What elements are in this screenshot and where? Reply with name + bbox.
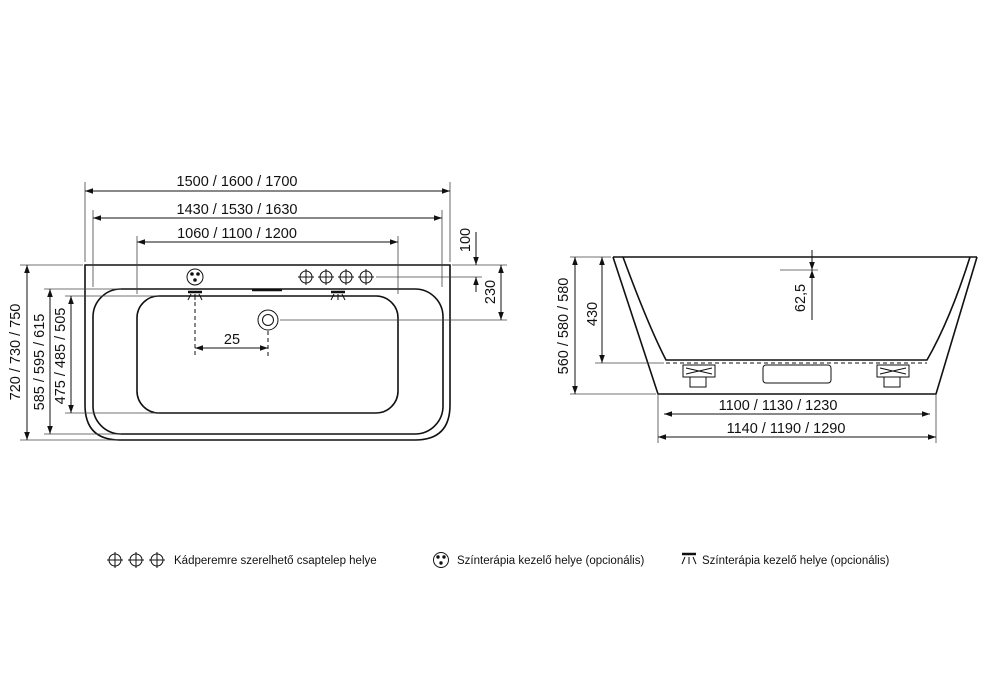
dimension-basin-length: 1060 / 1100 / 1200 [136,226,399,294]
dimension-tap-offset: 100 [376,228,482,292]
dimension-label: 720 / 730 / 750 [8,304,24,401]
dimension-rim-width: 585 / 595 / 615 [32,288,121,435]
dimension-label: 1140 / 1190 / 1290 [727,421,846,437]
dimension-overflow: 62,5 [780,250,818,320]
dimension-label: 1500 / 1600 / 1700 [177,174,298,190]
legend-light-icon [681,552,697,565]
tap-hole-icon [298,269,314,285]
legend-control-label: Színterápia kezelő helye (opcionális) [457,555,644,567]
dimension-label: 25 [224,332,240,348]
color-therapy-light-icon [187,290,203,301]
dimension-overall-height: 560 / 580 / 580 [556,256,656,395]
dimension-inner-base: 1100 / 1130 / 1230 [657,395,937,420]
dimension-overall-length: 1500 / 1600 / 1700 [84,174,451,262]
color-therapy-light-icon [330,290,346,301]
dimension-label: 100 [458,228,474,252]
dimension-label: 62,5 [793,284,809,312]
dimension-label: 585 / 595 / 615 [32,314,48,411]
dimension-overall-width: 720 / 730 / 750 [8,264,118,441]
drain-icon [257,309,279,331]
tap-hole-icon [318,269,334,285]
dimension-label: 430 [585,302,601,326]
dimension-label: 475 / 485 / 505 [53,308,69,405]
dimension-drain-offset: 230 [280,264,507,321]
dimension-label: 560 / 580 / 580 [556,278,572,375]
tap-hole-icon [338,269,354,285]
tub-side-inner [622,256,971,361]
foot-right [876,364,910,388]
dimension-outer-base: 1140 / 1190 / 1290 [657,420,937,443]
dimension-label: 230 [483,280,499,304]
tub-outer-outline [84,264,451,441]
tub-side-outer [612,256,978,395]
dimension-label: 1100 / 1130 / 1230 [719,398,838,414]
drain-trap [762,364,832,384]
tap-hole-icon [358,269,374,285]
tub-basin-outline [136,295,399,414]
side-view: 560 / 580 / 580 430 62,5 1100 / 1130 / 1… [556,250,978,443]
legend-tap-icon [107,552,165,568]
dimension-rim-length: 1430 / 1530 / 1630 [92,202,443,287]
dimension-depth: 430 [585,257,664,364]
legend-control-icon [433,552,449,568]
legend-tap-label: Kádperemre szerelhető csaptelep helye [174,555,377,567]
legend: Kádperemre szerelhető csaptelep helye Sz… [107,552,889,568]
color-therapy-control-icon [186,268,204,286]
dimension-label: 1430 / 1530 / 1630 [177,202,298,218]
foot-left [682,364,716,388]
top-view: 1500 / 1600 / 1700 1430 / 1530 / 1630 10… [8,174,507,441]
dimension-label: 1060 / 1100 / 1200 [177,226,297,242]
dimension-drain-25: 25 [194,302,269,356]
legend-light-label: Színterápia kezelő helye (opcionális) [702,555,889,567]
dimension-basin-width: 475 / 485 / 505 [53,295,159,414]
